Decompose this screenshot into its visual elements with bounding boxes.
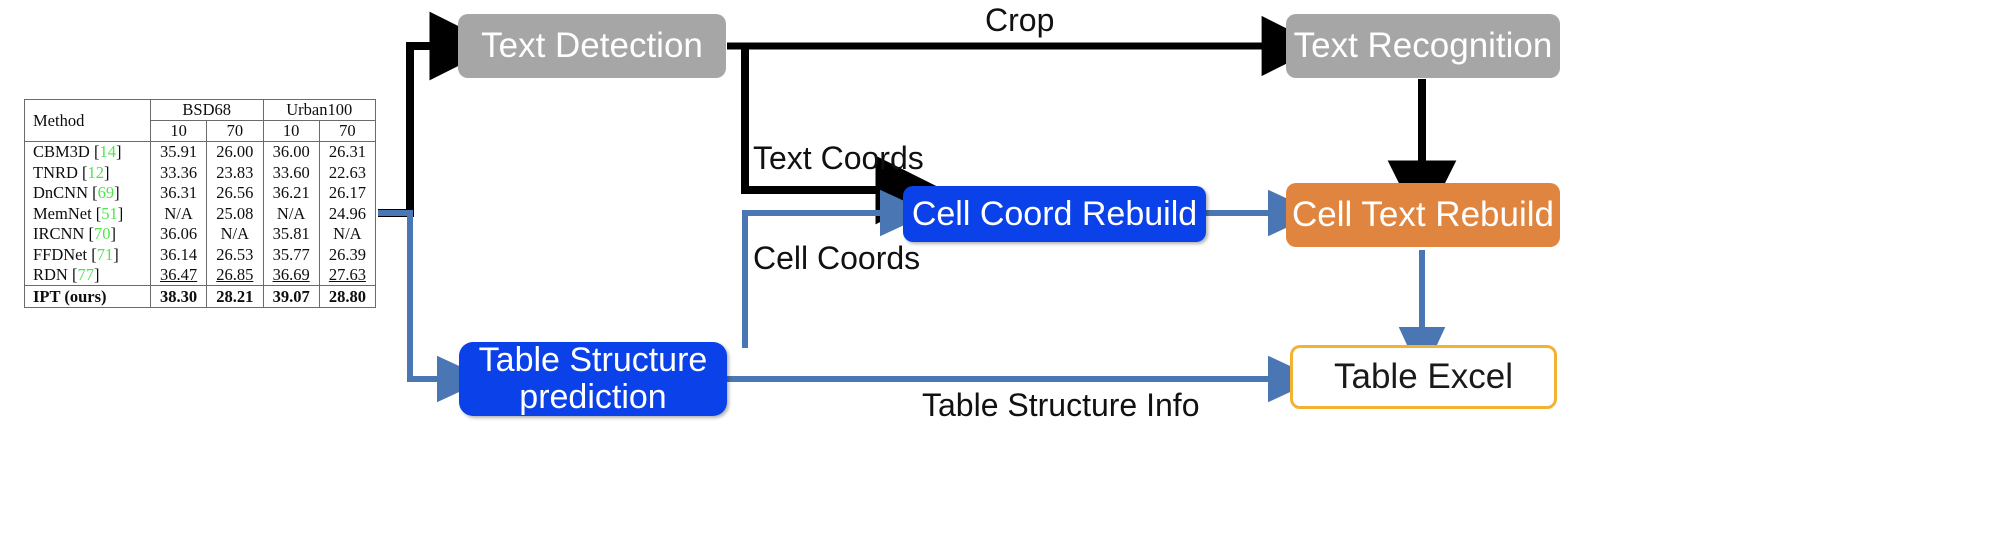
cell-method: IPT (ours)	[25, 285, 151, 307]
cell-value: 36.47	[150, 264, 208, 286]
node-table-structure-prediction[interactable]: Table Structure prediction	[459, 342, 727, 416]
cell-value: 27.63	[328, 265, 366, 285]
cell-method: IRCNN [70]	[25, 223, 151, 245]
citation-ref: 51	[101, 203, 118, 223]
cell-value: 36.00	[263, 141, 320, 163]
cell-method: DnCNN [69]	[25, 182, 151, 204]
citation-ref: 12	[87, 162, 105, 182]
edge-table-to-table-structure	[378, 210, 488, 403]
label-crop: Crop	[985, 2, 1055, 38]
cell-value: N/A	[333, 224, 362, 244]
cell-value: 26.53	[206, 244, 264, 265]
cell-value: N/A	[150, 203, 208, 224]
cell-value: N/A	[206, 223, 264, 245]
node-cell-text-rebuild[interactable]: Cell Text Rebuild	[1286, 183, 1560, 247]
table-head: Method BSD68 Urban100 10 70 10 70	[25, 100, 375, 142]
cell-value: 39.07	[263, 285, 320, 307]
cell-method: RDN [77]	[25, 264, 151, 286]
header-urban100: Urban100	[263, 100, 375, 121]
cell-value: 38.30	[150, 285, 208, 307]
citation-ref: 14	[99, 142, 116, 162]
label-cell-coords: Cell Coords	[753, 240, 921, 276]
cell-value: 35.77	[263, 244, 320, 265]
cell-value: N/A	[263, 203, 320, 224]
table-header-row-sub: 10 70 10 70	[25, 120, 375, 142]
table-header-row-groups: Method BSD68 Urban100	[25, 100, 375, 142]
cell-value: 33.36	[150, 162, 208, 183]
node-text-detection[interactable]: Text Detection	[458, 14, 726, 78]
citation-ref: 69	[97, 183, 115, 203]
cell-value: 23.83	[206, 162, 264, 183]
cell-value: 26.56	[206, 182, 264, 204]
subheader-bsd68-10: 10	[150, 120, 208, 142]
label-text-coords: Text Coords	[753, 140, 924, 176]
cell-value: 33.60	[263, 162, 320, 183]
cell-value: 28.21	[206, 285, 264, 307]
edge-cell-coords	[742, 189, 931, 348]
cell-value: 24.96	[328, 203, 366, 223]
subheader-urban100-10: 10	[263, 120, 320, 142]
header-method: Method	[25, 100, 151, 142]
cell-value: 25.08	[206, 203, 264, 224]
cell-method: FFDNet [71]	[25, 244, 151, 265]
cell-value: 35.91	[150, 141, 208, 163]
cell-value: 36.06	[150, 223, 208, 245]
cell-value: 28.80	[328, 286, 366, 306]
subheader-urban100-70: 70	[339, 121, 356, 140]
cell-method: MemNet [51]	[25, 203, 151, 224]
cell-value: 36.69	[263, 264, 320, 286]
label-table-structure-info: Table Structure Info	[922, 387, 1200, 423]
cell-value: 22.63	[328, 162, 366, 182]
results-table: Method BSD68 Urban100 10 70 10 70 CBM3D …	[25, 100, 375, 307]
node-table-excel[interactable]: Table Excel	[1290, 345, 1557, 409]
edge-table-to-text-detection	[378, 11, 499, 217]
citation-ref: 71	[96, 244, 114, 264]
cell-value: 36.31	[150, 182, 208, 204]
citation-ref: 77	[77, 265, 94, 285]
cell-value: 26.39	[328, 244, 366, 264]
input-table-figure: Method BSD68 Urban100 10 70 10 70 CBM3D …	[24, 99, 376, 308]
cell-value: 36.14	[150, 244, 208, 265]
cell-value: 35.81	[263, 223, 320, 245]
cell-value: 26.31	[328, 142, 366, 162]
cell-value: 26.00	[206, 141, 264, 163]
node-cell-coord-rebuild[interactable]: Cell Coord Rebuild	[903, 186, 1206, 242]
cell-value: 36.21	[263, 182, 320, 204]
subheader-bsd68-70: 70	[206, 120, 264, 142]
cell-method: CBM3D [14]	[25, 141, 151, 163]
cell-value: 26.85	[206, 264, 264, 286]
cell-method: TNRD [12]	[25, 162, 151, 183]
header-bsd68: BSD68	[150, 100, 264, 121]
cell-value: 26.17	[328, 183, 366, 203]
node-text-recognition[interactable]: Text Recognition	[1286, 14, 1560, 78]
citation-ref: 70	[93, 224, 111, 244]
